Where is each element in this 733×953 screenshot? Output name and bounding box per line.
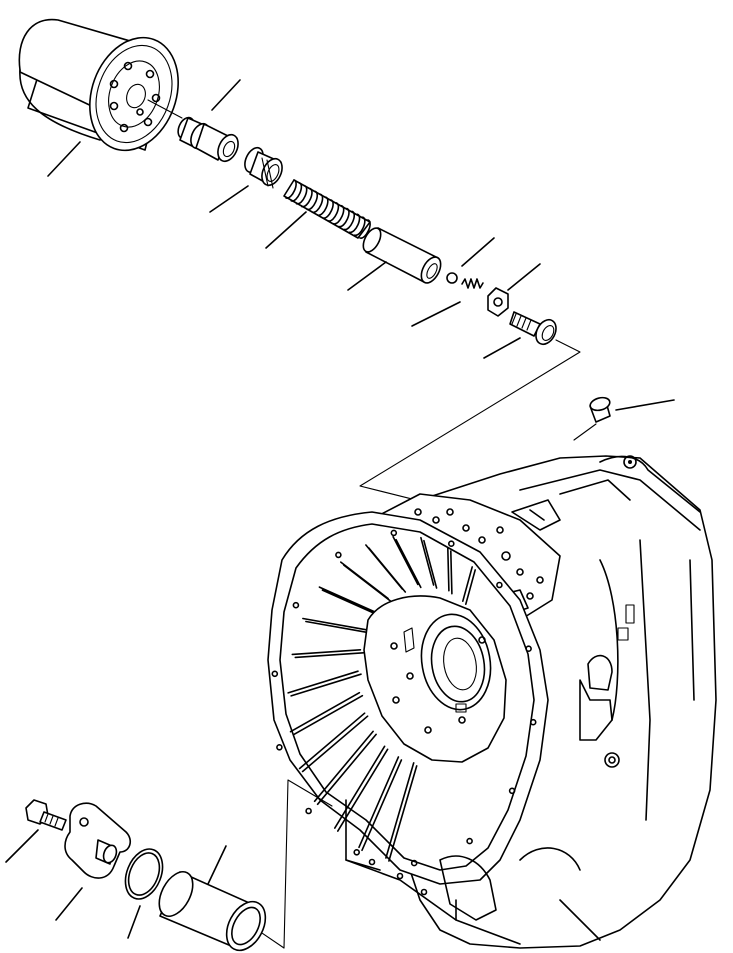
bell-bolt-hole — [496, 581, 503, 589]
bell-rib — [291, 649, 365, 659]
callout-leader-spring — [265, 211, 307, 249]
callout-leader-fitting — [211, 79, 241, 111]
bell-rib — [287, 670, 362, 697]
callout-leader-small-spring — [411, 301, 461, 327]
o-ring — [124, 848, 164, 900]
spring-coil — [353, 216, 366, 236]
cover-bolt — [25, 799, 67, 831]
spring-coil — [290, 182, 303, 202]
callout-leader-cover-bolt — [5, 829, 39, 863]
bell-bolt-hole — [390, 529, 398, 537]
spring-coil — [359, 219, 371, 239]
spring-coil — [322, 199, 334, 219]
bell-bolt-hole — [353, 848, 361, 856]
valve-spool — [362, 227, 442, 284]
bell-rib — [289, 691, 364, 736]
bell-rib — [302, 617, 371, 634]
spring-coil — [327, 202, 340, 222]
spring-coil — [285, 179, 297, 199]
bell-bolt-hole — [529, 718, 537, 726]
transmission-case — [267, 455, 717, 949]
retainer-ring — [244, 146, 283, 189]
callout-leader-cover-plate — [55, 887, 83, 921]
spring-coil — [348, 213, 361, 234]
bell-bolt-hole — [525, 645, 532, 653]
bell-rib — [420, 536, 438, 589]
spring-coil — [332, 204, 345, 225]
callout-leader-ball — [461, 237, 495, 267]
spring-coil — [343, 210, 356, 231]
small-ball — [446, 272, 458, 284]
bell-rib — [358, 756, 403, 852]
sleeve — [158, 871, 267, 952]
spring-coil — [316, 196, 329, 216]
bell-rib — [462, 566, 476, 605]
callout-leader-spool — [347, 261, 387, 291]
bell-bolt-hole — [292, 601, 300, 609]
cover-plate — [64, 802, 132, 879]
bell-rib — [392, 535, 422, 589]
callout-leader-bolt — [483, 337, 521, 359]
spring-coil — [338, 207, 350, 228]
coil-spring — [283, 179, 371, 239]
bell-bolt-hole — [276, 743, 283, 751]
bell-bolt-hole — [335, 551, 342, 559]
callout-leader-o-ring — [127, 905, 141, 939]
bell-rib — [318, 586, 380, 617]
bell-rib — [385, 762, 418, 862]
reference-bracket-lower — [283, 779, 333, 949]
oil-filter-cartridge — [18, 18, 179, 152]
bell-rib — [313, 730, 377, 806]
plug — [573, 396, 611, 441]
spring-coil — [295, 184, 308, 205]
bell-rib — [365, 544, 407, 593]
assembly-axis — [147, 99, 183, 119]
bell-bolt-hole — [305, 807, 312, 815]
bell-rib — [447, 547, 453, 595]
small-spring — [461, 278, 484, 289]
nut — [487, 287, 509, 317]
spring-coil — [311, 193, 324, 214]
bell-rib — [340, 561, 392, 603]
bell-bolt-hole — [508, 787, 516, 795]
reference-bracket-upper — [359, 339, 581, 509]
filter-adapter-fitting — [177, 116, 239, 163]
bell-bolt-hole — [271, 670, 279, 678]
spring-coil — [301, 187, 313, 208]
bell-bolt-hole — [447, 540, 455, 548]
bell-bolt-hole — [410, 859, 418, 867]
callout-leader-filter — [47, 141, 81, 177]
callout-leader-nut — [507, 263, 541, 291]
callout-leader-ring — [209, 185, 249, 213]
callout-leader-plug — [615, 399, 675, 411]
spring-coil — [306, 190, 319, 211]
bell-bolt-hole — [466, 837, 473, 845]
bell-rib — [298, 712, 369, 773]
adjusting-bolt — [509, 311, 557, 346]
callout-leader-sleeve — [207, 845, 227, 885]
